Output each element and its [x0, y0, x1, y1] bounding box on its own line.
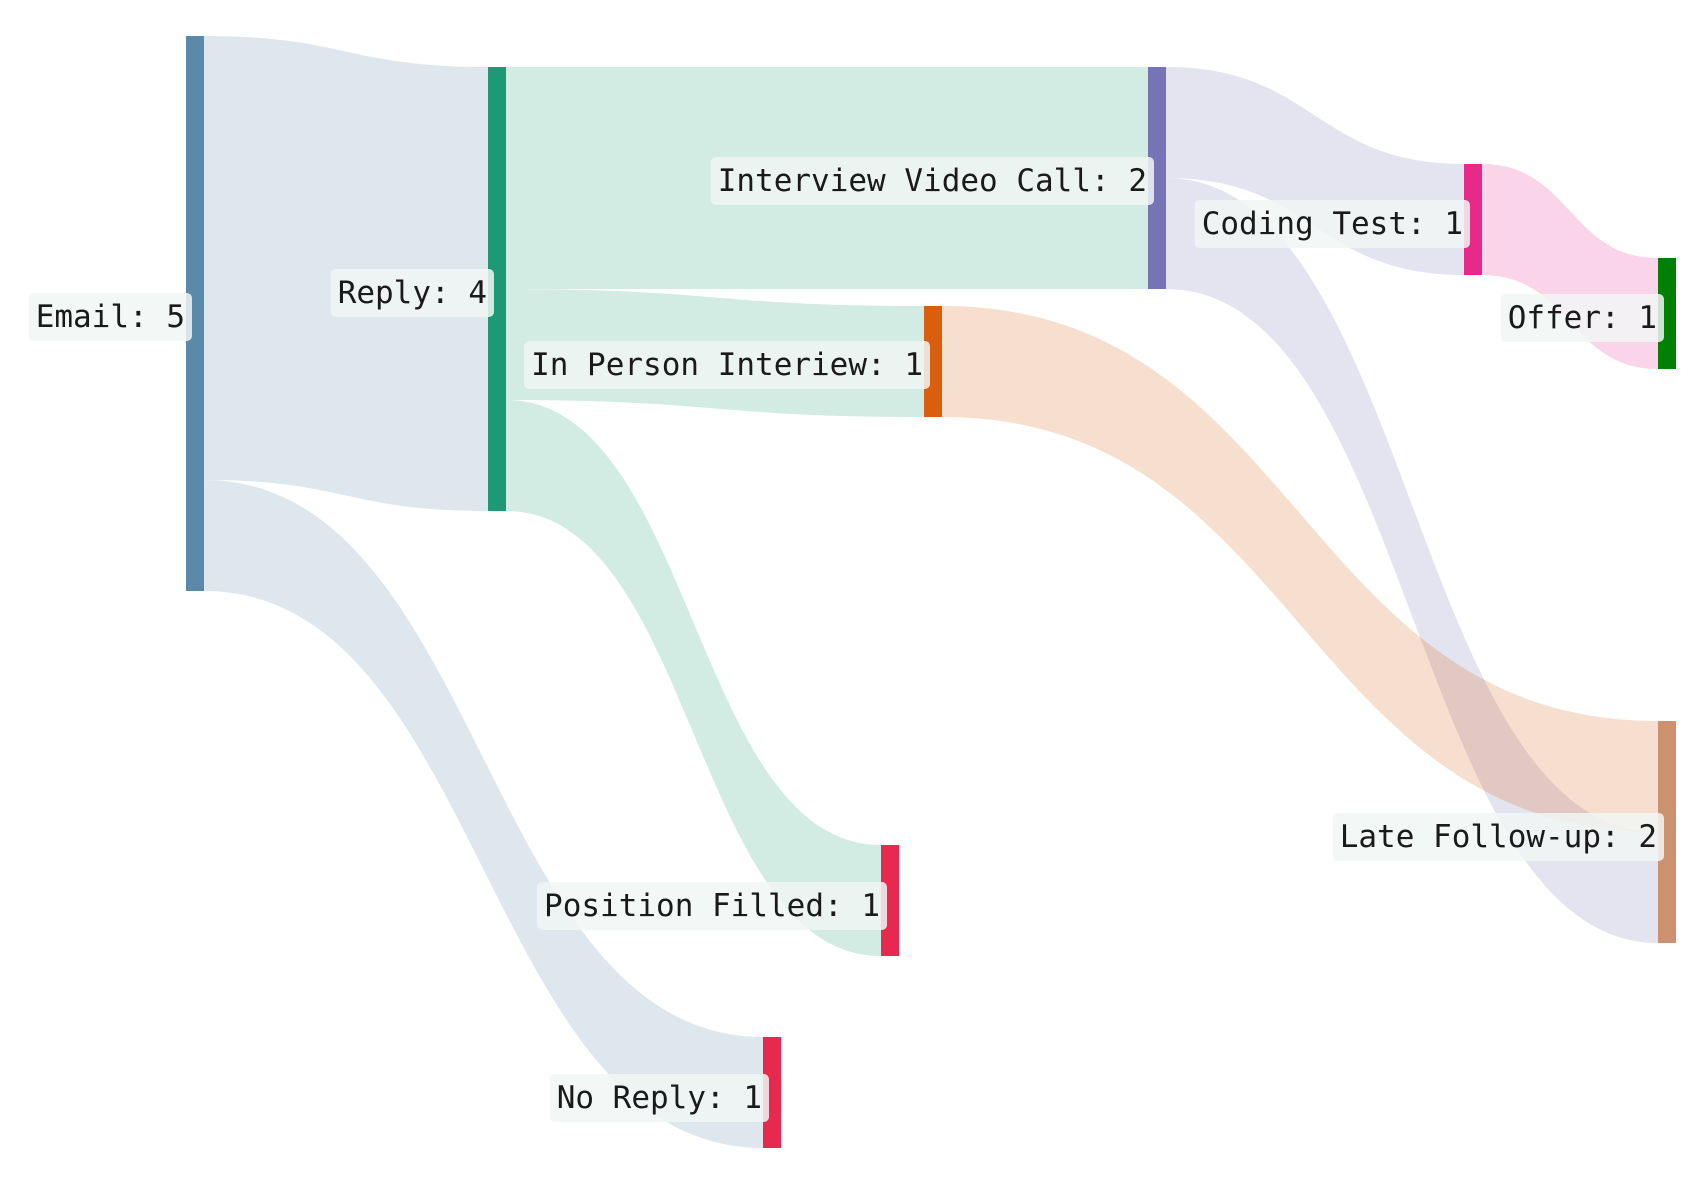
node-label-group-position-filled: Position Filled: 1	[537, 882, 887, 930]
node-label-background	[1500, 294, 1664, 342]
node-offer	[1658, 258, 1676, 369]
node-label-background	[1194, 200, 1470, 248]
node-label-late-followup: Late Follow-up: 2	[1340, 819, 1657, 855]
node-label-background	[524, 341, 930, 389]
node-label-email: Email: 5	[36, 299, 185, 335]
node-label-group-in-person: In Person Interiew: 1	[524, 341, 930, 389]
node-label-group-offer: Offer: 1	[1500, 294, 1664, 342]
node-label-group-reply: Reply: 4	[330, 269, 494, 317]
node-label-reply: Reply: 4	[338, 275, 487, 311]
node-late-followup	[1658, 721, 1676, 943]
link-in_person-to-late_followup	[942, 306, 1658, 832]
node-coding-test	[1464, 164, 1482, 275]
node-video-call	[1148, 67, 1166, 289]
node-label-no-reply: No Reply: 1	[557, 1080, 762, 1116]
node-label-background	[537, 882, 887, 930]
node-label-background	[1332, 813, 1664, 861]
nodes-layer	[186, 36, 1676, 1148]
node-label-group-no-reply: No Reply: 1	[549, 1074, 769, 1122]
node-label-in-person: In Person Interiew: 1	[531, 347, 923, 383]
node-in-person	[924, 306, 942, 417]
link-reply-to-position_filled	[506, 400, 881, 956]
node-label-background	[330, 269, 494, 317]
node-reply	[488, 67, 506, 511]
node-label-coding-test: Coding Test: 1	[1202, 206, 1463, 242]
node-email	[186, 36, 204, 591]
node-label-background	[549, 1074, 769, 1122]
node-label-background	[28, 293, 192, 341]
link-video_call-to-late_followup	[1166, 178, 1658, 943]
node-label-offer: Offer: 1	[1508, 300, 1657, 336]
node-label-group-coding-test: Coding Test: 1	[1194, 200, 1470, 248]
node-label-video-call: Interview Video Call: 2	[718, 163, 1147, 199]
node-label-group-email: Email: 5	[28, 293, 192, 341]
node-label-background	[710, 157, 1154, 205]
node-label-group-video-call: Interview Video Call: 2	[710, 157, 1154, 205]
labels-layer: Email: 5 Reply: 4 No Reply: 1 Interview Vid…	[28, 157, 1664, 1122]
link-email-to-no_reply	[204, 480, 763, 1148]
node-label-position-filled: Position Filled: 1	[544, 888, 880, 924]
node-label-group-late-followup: Late Follow-up: 2	[1332, 813, 1664, 861]
